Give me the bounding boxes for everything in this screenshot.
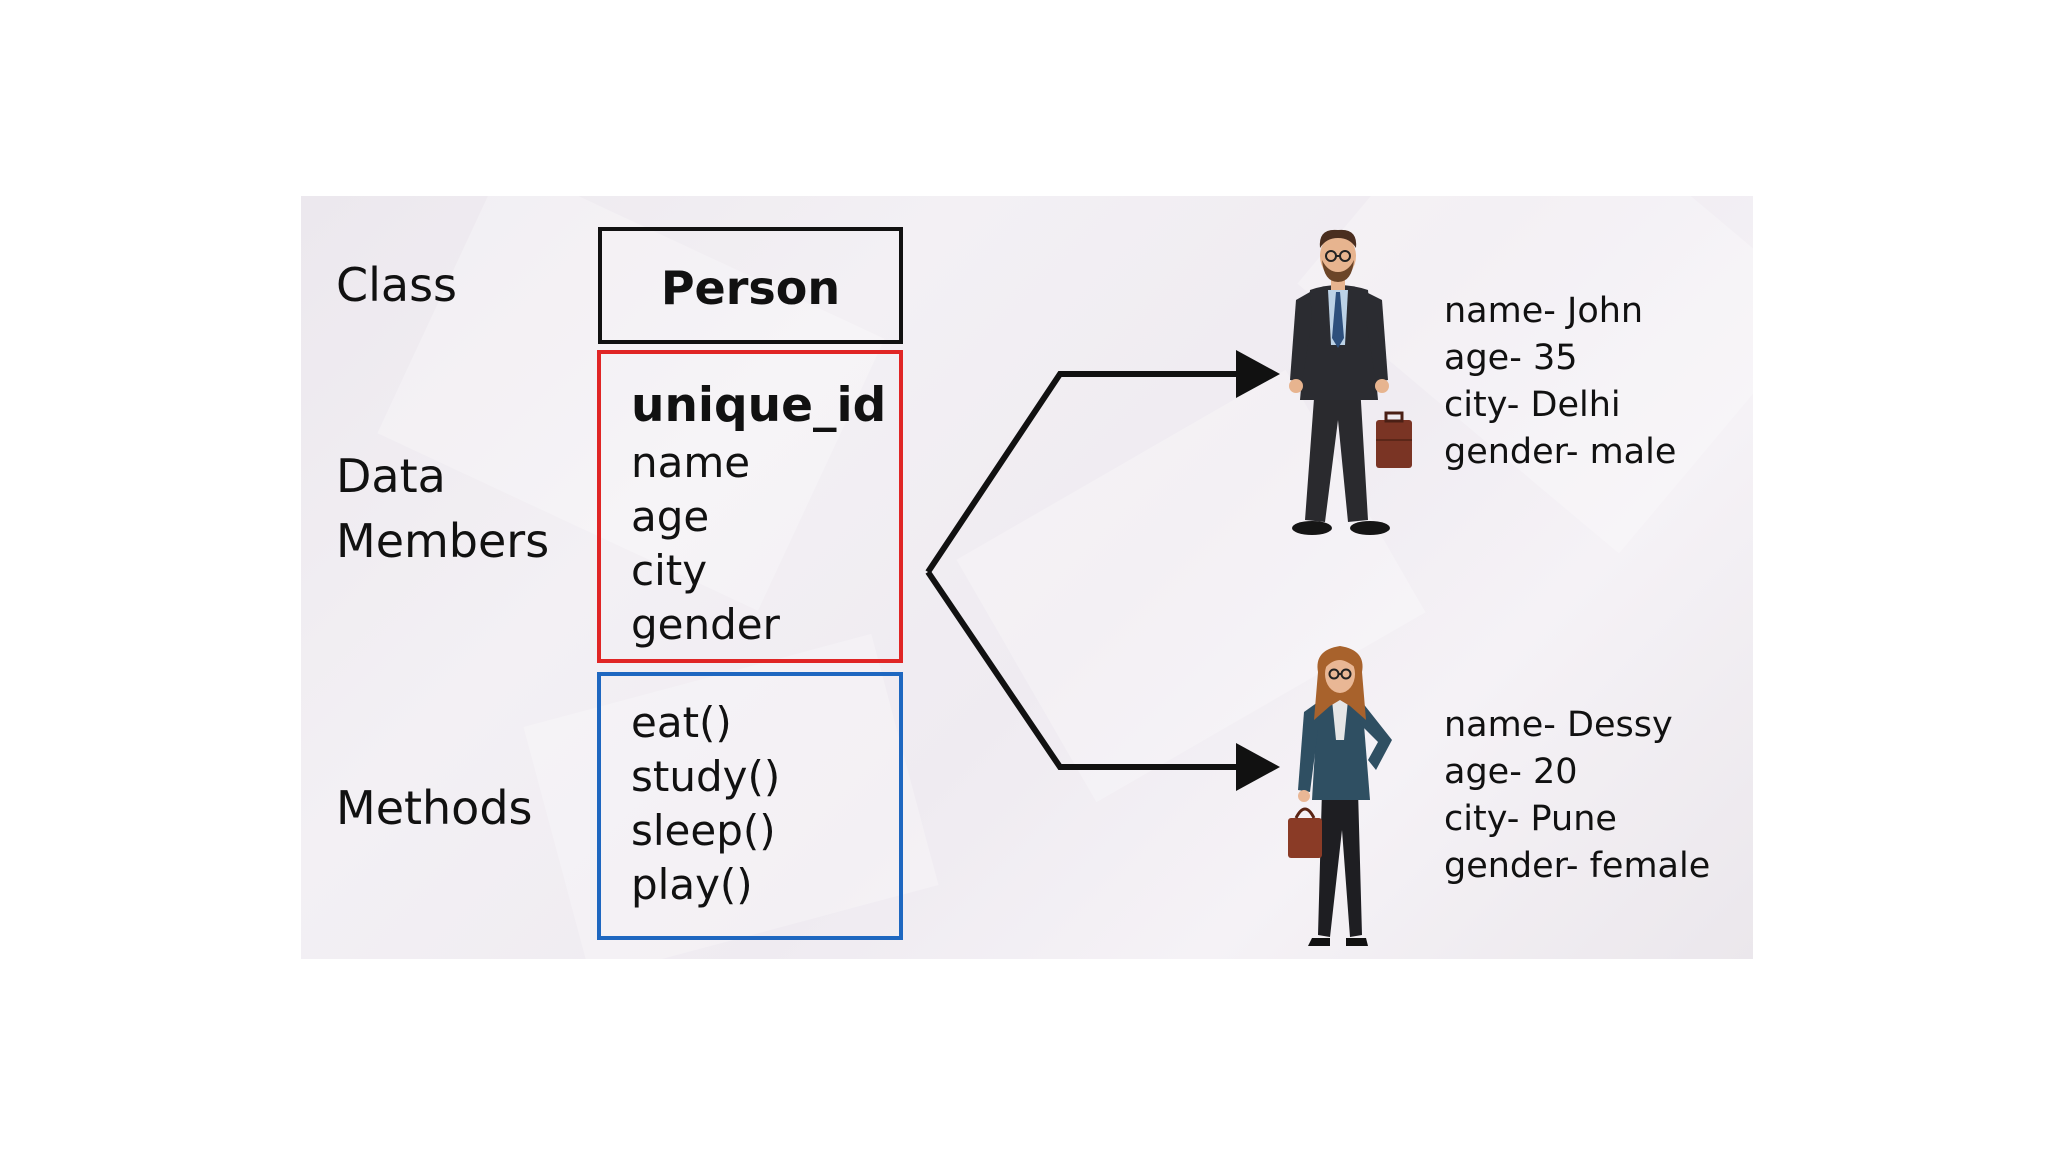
object-2-attributes: name- Dessy age- 20 city- Pune gender- f…: [1444, 702, 1710, 890]
object-1-attribute: city- Delhi: [1444, 385, 1621, 425]
method-item: play(): [631, 860, 753, 909]
methods-box: eat() study() sleep() play(): [597, 672, 903, 940]
class-name: Person: [660, 261, 841, 315]
arrowhead-1: [1236, 350, 1280, 398]
object-1-attributes: name- John age- 35 city- Delhi gender- m…: [1444, 288, 1676, 476]
method-item: eat(): [631, 698, 732, 747]
methods-label: Methods: [336, 781, 533, 835]
diagram-background: [301, 196, 1753, 959]
method-item: study(): [631, 752, 781, 801]
class-name-box: Person: [598, 227, 903, 344]
data-member-item: unique_id: [631, 378, 887, 433]
object-1-attribute: name- John: [1444, 291, 1644, 331]
data-member-item: name: [631, 438, 751, 487]
arrow-to-object-2: [925, 570, 1252, 770]
data-member-item: gender: [631, 600, 780, 649]
methods-list: eat() study() sleep() play(): [631, 696, 780, 912]
object-1-attribute: gender- male: [1444, 432, 1677, 472]
arrow-to-object-1: [925, 371, 1252, 574]
data-members-box: unique_id name age city gender: [597, 350, 903, 663]
object-2-attribute: name- Dessy: [1444, 705, 1673, 745]
data-members-list: unique_id name age city gender: [631, 376, 886, 652]
businessman-icon: [1289, 229, 1412, 535]
branch-arrows: [925, 371, 1252, 770]
data-member-item: age: [631, 492, 710, 541]
businesswoman-icon: [1288, 646, 1392, 946]
arrowhead-2: [1236, 743, 1280, 791]
object-1-attribute: age- 35: [1444, 338, 1578, 378]
data-member-item: city: [631, 546, 708, 595]
data-members-label-line2: Members: [336, 514, 550, 568]
object-2-attribute: age- 20: [1444, 752, 1578, 792]
object-2-attribute: city- Pune: [1444, 799, 1617, 839]
data-members-label-line1: Data: [336, 449, 446, 503]
object-2-attribute: gender- female: [1444, 846, 1711, 886]
class-label: Class: [336, 258, 458, 312]
method-item: sleep(): [631, 806, 776, 855]
